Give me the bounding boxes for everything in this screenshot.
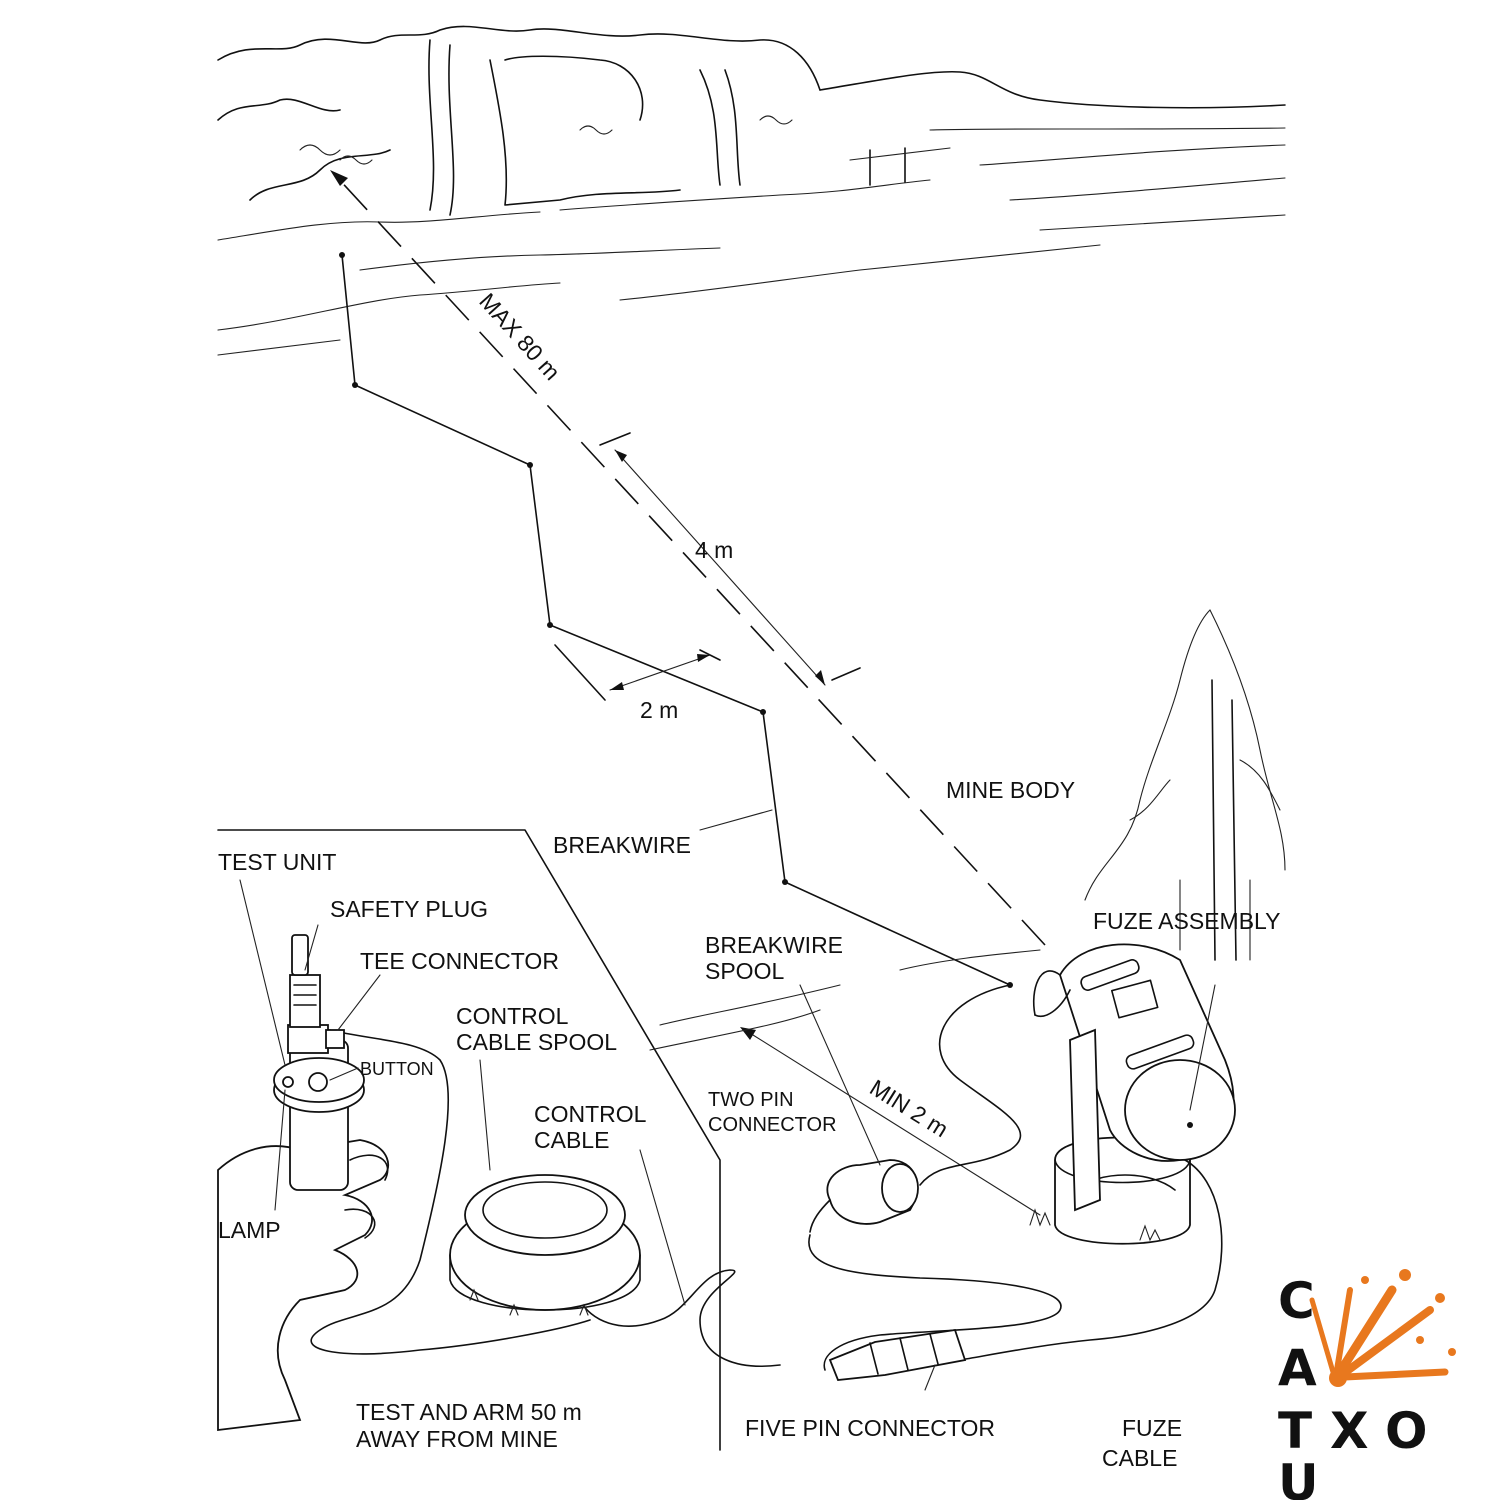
- cat-uxo-logo: C A T U X O: [1278, 1269, 1456, 1500]
- label-fuze-cable-1: FUZE: [1122, 1415, 1182, 1441]
- label-tee-connector: TEE CONNECTOR: [360, 948, 559, 974]
- tee-connector: [287, 1024, 329, 1054]
- label-fuze-cable-2: CABLE: [1102, 1445, 1177, 1471]
- arrow-head-icon: [815, 670, 825, 685]
- label-five-pin-connector: FIVE PIN CONNECTOR: [745, 1415, 995, 1441]
- arrow-head-icon: [330, 170, 348, 186]
- landscape-background: [217, 25, 1286, 356]
- label-breakwire: BREAKWIRE: [553, 832, 691, 858]
- lamp-icon: [282, 1076, 294, 1088]
- label-breakwire-spool-2: SPOOL: [705, 958, 784, 984]
- labels: MAX 80 m 4 m 2 m BREAKWIRE MINE BODY FUZ…: [218, 288, 1280, 1471]
- label-two-pin-connector-1: TWO PIN: [708, 1089, 794, 1111]
- label-control-cable-spool-1: CONTROL: [456, 1003, 569, 1029]
- inset-divider: [217, 829, 721, 1451]
- label-test-and-arm-1: TEST AND ARM 50 m: [356, 1399, 582, 1425]
- logo-letter: C: [1278, 1272, 1315, 1330]
- label-max-distance: MAX 80 m: [474, 288, 565, 385]
- test-unit-assembly: [217, 879, 390, 1432]
- arrow-head-icon: [610, 682, 624, 690]
- logo-letter: U: [1278, 1454, 1319, 1500]
- label-fuze-assembly: FUZE ASSEMBLY: [1093, 908, 1280, 934]
- label-breakwire-spool-1: BREAKWIRE: [705, 932, 843, 958]
- button-icon: [308, 1072, 328, 1092]
- label-safety-plug: SAFETY PLUG: [330, 896, 488, 922]
- logo-letter: O: [1385, 1402, 1428, 1460]
- arrow-head-icon: [615, 450, 627, 462]
- breakwire-anchor: [760, 709, 766, 715]
- mine-assembly: [1029, 609, 1286, 1245]
- label-test-and-arm-2: AWAY FROM MINE: [356, 1426, 558, 1452]
- logo-letter: X: [1330, 1402, 1369, 1460]
- label-button: BUTTON: [360, 1059, 434, 1079]
- breakwire-anchor: [352, 382, 358, 388]
- breakwire-anchor: [782, 879, 788, 885]
- label-control-cable-2: CABLE: [534, 1127, 609, 1153]
- breakwire-anchor: [339, 252, 345, 258]
- label-2m: 2 m: [640, 697, 678, 723]
- breakwire-anchor: [527, 462, 533, 468]
- label-4m: 4 m: [695, 537, 733, 563]
- explosion-burst-icon: [1309, 1269, 1456, 1387]
- label-control-cable-spool-2: CABLE SPOOL: [456, 1029, 617, 1055]
- breakwire-layout: [330, 170, 1046, 1216]
- label-mine-body: MINE BODY: [946, 777, 1075, 803]
- fuze-cable: [959, 1159, 1223, 1361]
- arrow-head-icon: [697, 654, 710, 662]
- five-pin-connector: [828, 1328, 967, 1381]
- label-lamp: LAMP: [218, 1217, 281, 1243]
- control-cable: [579, 1269, 781, 1367]
- max-range-line: [334, 174, 1046, 946]
- breakwire-spool: [649, 949, 1041, 1233]
- fuze-dot: [1187, 1122, 1193, 1128]
- label-test-unit: TEST UNIT: [218, 849, 336, 875]
- logo-letter: T: [1278, 1402, 1312, 1460]
- breakwire-zigzag: [341, 254, 1011, 986]
- safety-plug: [289, 974, 321, 1028]
- logo-letter: A: [1278, 1339, 1317, 1397]
- label-two-pin-connector-2: CONNECTOR: [708, 1114, 837, 1136]
- fuze-assembly: [1124, 1059, 1236, 1161]
- control-cable-spool: [449, 1059, 686, 1316]
- label-control-cable-1: CONTROL: [534, 1101, 647, 1127]
- breakwire-anchor: [547, 622, 553, 628]
- label-min-distance: MIN 2 m: [865, 1074, 952, 1142]
- arrow-head-icon: [740, 1027, 756, 1040]
- cables: [310, 984, 1223, 1391]
